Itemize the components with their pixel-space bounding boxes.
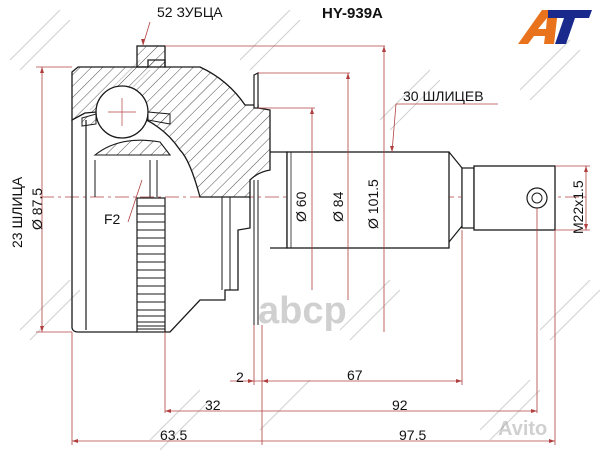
length-32-label: 32: [205, 397, 221, 413]
abs-ring: [136, 197, 166, 333]
length-97-5-label: 97.5: [399, 427, 427, 443]
length-63-5-label: 63.5: [160, 427, 188, 443]
at-logo-icon: [518, 10, 592, 44]
dimension-lines: [36, 21, 590, 445]
diameter-84-label: Ø 84: [330, 191, 346, 222]
teeth-block: [136, 45, 166, 68]
length-67-label: 67: [347, 367, 363, 383]
diameter-60-label: Ø 60: [293, 191, 309, 222]
f2-label: F2: [104, 211, 121, 227]
shaft: [270, 151, 556, 249]
teeth-count-label: 52 ЗУБЦА: [157, 4, 223, 20]
ball: [81, 85, 172, 197]
length-2-label: 2: [236, 369, 244, 385]
avito-watermark: Avito: [498, 418, 548, 440]
abcp-watermark: аbcp: [258, 290, 347, 332]
diameter-87-5-label: Ø 87.5: [29, 187, 45, 230]
diameter-101-5-label: Ø 101.5: [365, 179, 381, 229]
thread-size-label: M22x1.5: [570, 180, 586, 234]
outer-spline-count-label: 30 ШЛИЦЕВ: [403, 88, 484, 104]
outer-housing: [71, 45, 271, 333]
inner-spline-count-label: 23 ШЛИЦА: [9, 176, 25, 248]
dimension-arrows: [40, 39, 588, 443]
length-92-label: 92: [392, 397, 408, 413]
part-number: HY-939A: [322, 5, 383, 22]
